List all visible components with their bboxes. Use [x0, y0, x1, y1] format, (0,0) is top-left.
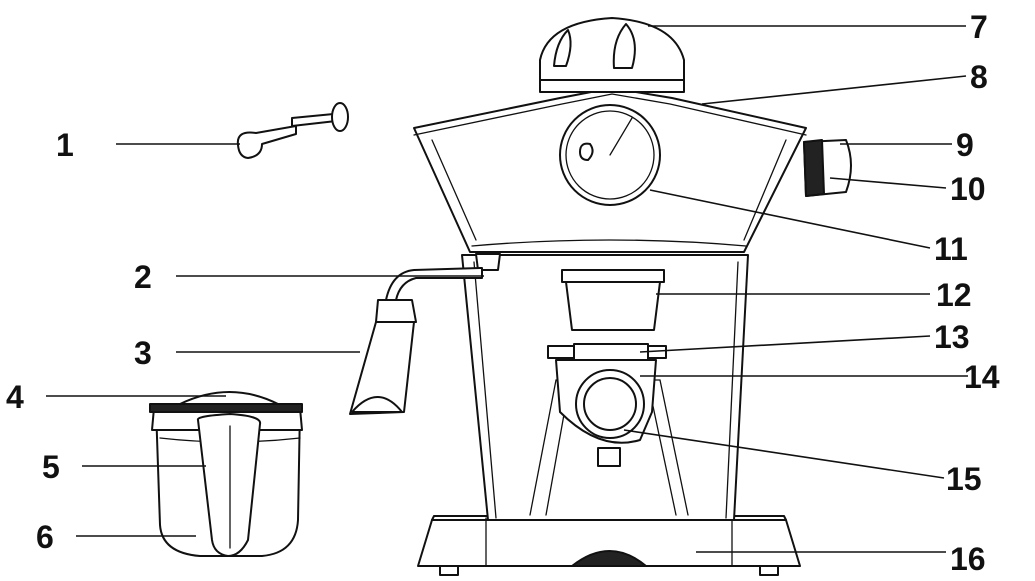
callout-13: 13	[934, 319, 970, 355]
callout-15: 15	[946, 461, 982, 497]
leader-line-11	[649, 189, 931, 249]
callout-9: 9	[956, 127, 974, 163]
callout-1: 1	[56, 127, 74, 163]
leader-lines	[46, 25, 968, 553]
callout-5: 5	[42, 449, 60, 485]
callout-labels: 1 2 3 4 5 6 7 8 9 10 11 12 13 14 15 16	[6, 9, 1000, 577]
callout-8: 8	[970, 59, 988, 95]
measuring-spoon	[236, 102, 349, 159]
leader-line-15	[623, 429, 945, 479]
pressure-gauge	[559, 104, 661, 206]
callout-2: 2	[134, 259, 152, 295]
machine-base	[417, 515, 801, 576]
leader-line-8	[701, 75, 967, 105]
callout-14: 14	[964, 359, 1000, 395]
callout-4: 4	[6, 379, 24, 415]
leader-line-13	[639, 335, 931, 353]
milk-jug	[149, 391, 303, 557]
callout-11: 11	[934, 231, 968, 267]
filter-basket	[561, 269, 665, 331]
power-switch	[803, 139, 852, 197]
filter-holder	[547, 343, 667, 467]
callout-16: 16	[950, 541, 986, 577]
callout-3: 3	[134, 335, 152, 371]
callout-10: 10	[950, 171, 986, 207]
leader-line-10	[829, 177, 947, 189]
callout-6: 6	[36, 519, 54, 555]
callout-7: 7	[970, 9, 988, 45]
callout-12: 12	[936, 277, 972, 313]
steam-knob	[539, 17, 685, 93]
steam-wand	[349, 253, 501, 415]
